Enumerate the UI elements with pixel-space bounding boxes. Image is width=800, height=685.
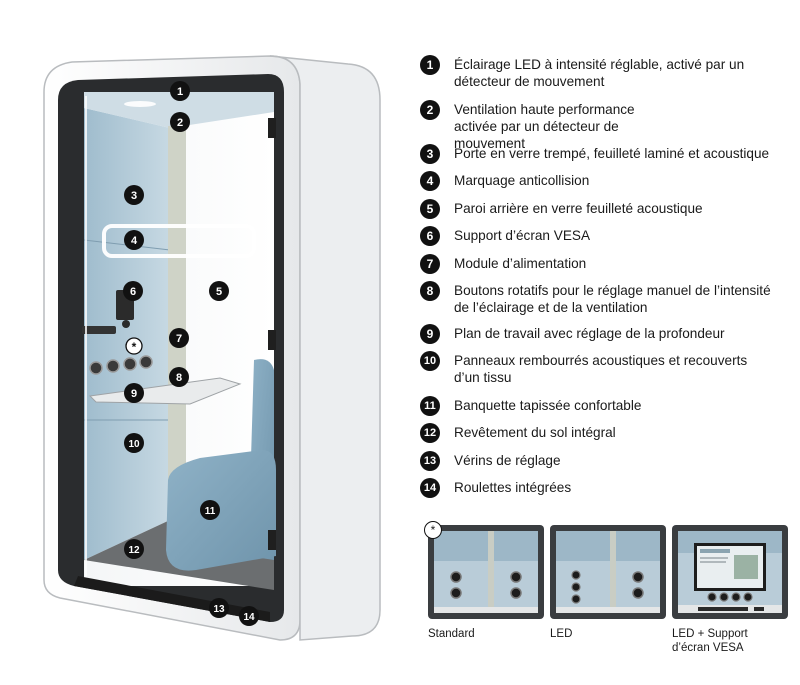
- marker-14-label: 14: [243, 612, 255, 623]
- marker-13-label: 13: [213, 604, 225, 615]
- feature-item-11: 11 Banquette tapissée confortable: [420, 396, 784, 416]
- marker-2: 2: [170, 112, 190, 132]
- bench-seat: [166, 450, 276, 571]
- marker-3: 3: [124, 185, 144, 205]
- feature-item-4: 4 Marquage anticollision: [420, 171, 784, 191]
- variant-led: LED: [550, 525, 668, 640]
- variant-caption: LED: [550, 628, 573, 640]
- marker-1-label: 1: [177, 86, 183, 98]
- marker-star: *: [125, 337, 143, 355]
- variant-standard-image: [428, 525, 544, 619]
- feature-item-7: 7 Module d’alimentation: [420, 254, 784, 274]
- marker-5-label: 5: [216, 286, 222, 298]
- feature-text: Revêtement du sol intégral: [454, 425, 616, 440]
- marker-9-label: 9: [131, 388, 137, 400]
- marker-14: 14: [239, 606, 259, 626]
- left-wall-panel: [84, 108, 170, 560]
- feature-item-12: 12 Revêtement du sol intégral: [420, 423, 784, 443]
- marker-11: 11: [200, 500, 220, 520]
- booth-shell-side: [269, 55, 381, 641]
- feature-item-13: 13 Vérins de réglage: [420, 451, 784, 471]
- marker-9: 9: [124, 383, 144, 403]
- variant-caption: Standard: [428, 628, 475, 640]
- marker-10-label: 10: [128, 439, 140, 450]
- marker-7-label: 7: [176, 333, 182, 345]
- feature-number: 5: [420, 199, 440, 219]
- feature-number: 13: [420, 451, 440, 471]
- feature-item-8: 8 Boutons rotatifs pour le réglage manue…: [420, 281, 784, 316]
- feature-text: Porte en verre trempé, feuilleté laminé …: [454, 146, 770, 161]
- feature-number: 6: [420, 226, 440, 246]
- booth-markers: 1 2 3 4 5 6 * 7 8 9 10 11 12 13 14: [123, 81, 259, 626]
- feature-number: 4: [420, 171, 440, 191]
- marker-7: 7: [169, 328, 189, 348]
- feature-text: Vérins de réglage: [454, 453, 561, 468]
- marker-10: 10: [124, 433, 144, 453]
- feature-number: 8: [420, 281, 440, 301]
- booth-illustration: 1 2 3 4 5 6 * 7 8 9 10 11 12 13 14: [0, 0, 400, 680]
- feature-text: Marquage anticollision: [454, 173, 590, 188]
- feature-item-9: 9 Plan de travail avec réglage de la pro…: [420, 324, 784, 344]
- marker-12: 12: [124, 539, 144, 559]
- feature-number: 3: [420, 144, 440, 164]
- feature-text: Boutons rotatifs pour le réglage manuel …: [454, 283, 771, 315]
- control-knobs: [89, 355, 153, 375]
- feature-text: Paroi arrière en verre feuilleté acousti…: [454, 201, 703, 216]
- back-corner-post: [168, 126, 186, 496]
- marker-11-label: 11: [205, 506, 216, 517]
- feature-number: 10: [420, 351, 440, 371]
- variant-led-vesa: LED + Support d’écran VESA: [672, 525, 790, 654]
- marker-8: 8: [169, 367, 189, 387]
- star-marker: *: [424, 521, 442, 539]
- feature-text: Module d’alimentation: [454, 256, 587, 271]
- feature-number: 2: [420, 100, 440, 120]
- feature-item-3: 3 Porte en verre trempé, feuilleté lamin…: [420, 144, 784, 164]
- variant-caption: LED + Support d’écran VESA: [672, 628, 748, 654]
- feature-text: Roulettes intégrées: [454, 480, 572, 495]
- marker-8-label: 8: [176, 372, 182, 384]
- feature-text: Support d’écran VESA: [454, 228, 591, 243]
- feature-number: 1: [420, 55, 440, 75]
- marker-6: 6: [123, 281, 143, 301]
- variant-standard: Standard: [428, 525, 546, 640]
- feature-text: Banquette tapissée confortable: [454, 398, 642, 413]
- feature-text: Plan de travail avec réglage de la profo…: [454, 326, 725, 341]
- feature-number: 9: [420, 324, 440, 344]
- feature-item-1: 1 Éclairage LED à intensité réglable, ac…: [420, 55, 784, 90]
- variant-thumbnails: * Standard LED: [424, 521, 798, 675]
- feature-number: 14: [420, 478, 440, 498]
- marker-4-label: 4: [131, 235, 138, 247]
- feature-item-10: 10 Panneaux rembourrés acoustiques et re…: [420, 351, 754, 386]
- marker-13: 13: [209, 598, 229, 618]
- feature-item-14: 14 Roulettes intégrées: [420, 478, 784, 498]
- feature-number: 7: [420, 254, 440, 274]
- feature-item-6: 6 Support d’écran VESA: [420, 226, 784, 246]
- marker-1: 1: [170, 81, 190, 101]
- marker-12-label: 12: [128, 545, 140, 556]
- marker-4: 4: [124, 230, 144, 250]
- anticollision-marking: [102, 224, 256, 258]
- feature-number: 12: [420, 423, 440, 443]
- feature-text: Ventilation haute performance activée pa…: [454, 102, 635, 151]
- marker-2-label: 2: [177, 117, 183, 129]
- marker-6-label: 6: [130, 286, 136, 298]
- feature-item-2: 2 Ventilation haute performance activée …: [420, 100, 644, 152]
- feature-text: Éclairage LED à intensité réglable, acti…: [454, 57, 745, 89]
- booth-ceiling: [84, 92, 274, 128]
- marker-5: 5: [209, 281, 229, 301]
- variant-led-vesa-image: [672, 525, 788, 619]
- feature-number: 11: [420, 396, 440, 416]
- door-handle: [82, 326, 116, 334]
- booth-drawing: 1 2 3 4 5 6 * 7 8 9 10 11 12 13 14: [43, 55, 381, 641]
- feature-text: Panneaux rembourrés acoustiques et recou…: [454, 353, 748, 385]
- feature-item-5: 5 Paroi arrière en verre feuilleté acous…: [420, 199, 784, 219]
- marker-star-label: *: [132, 340, 137, 354]
- variant-led-image: [550, 525, 666, 619]
- marker-3-label: 3: [131, 190, 137, 202]
